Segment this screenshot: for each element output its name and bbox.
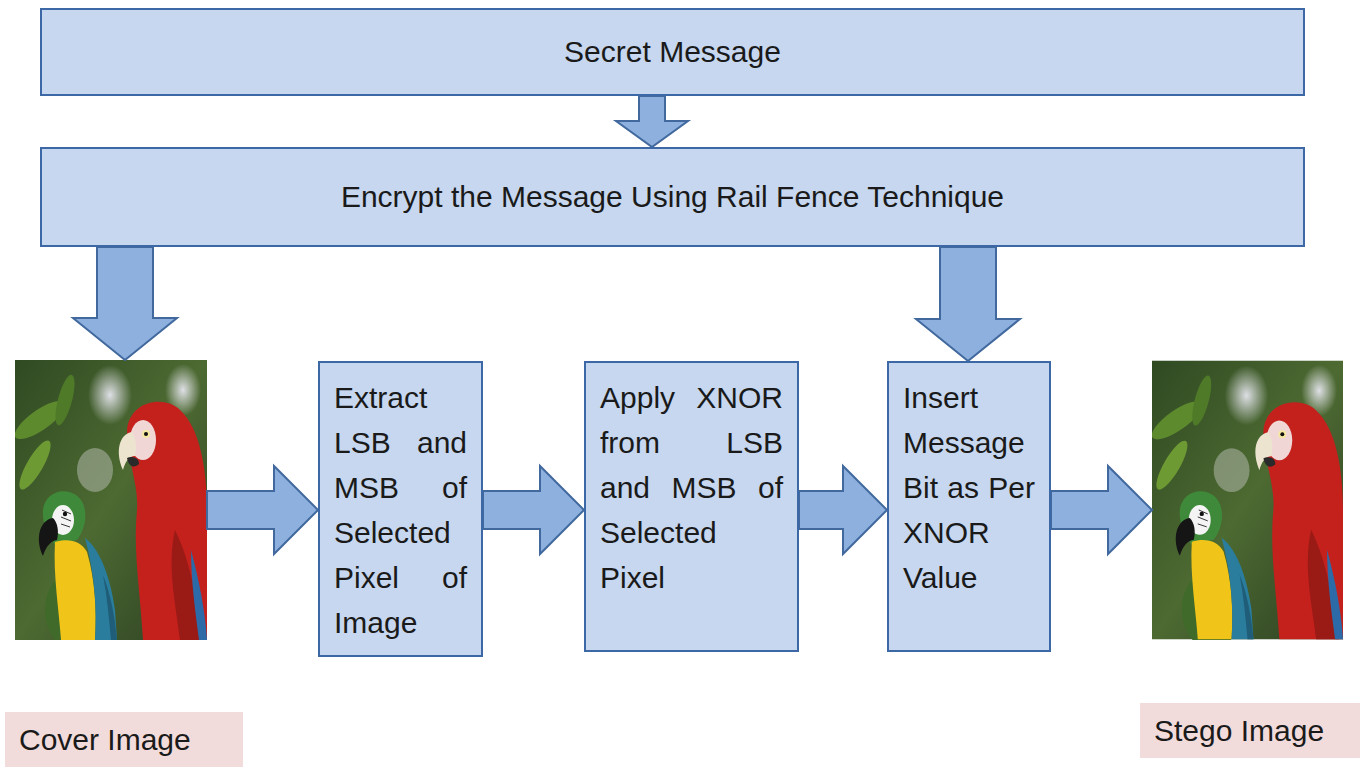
image-caption: Stego Image [1140,703,1360,758]
process-band: Secret Message [40,8,1305,96]
process-box: Insert Message Bit as Per XNOR Value [887,361,1051,652]
box-text: Insert Message Bit as Per XNOR Value [903,375,1035,600]
process-box: Apply XNOR from LSB and MSB of Selected … [584,361,799,652]
box-text: Encrypt the Message Using Rail Fence Tec… [341,179,1004,215]
box-text: Apply XNOR from LSB and MSB of Selected … [600,375,783,600]
block-arrow [483,466,584,554]
block-arrow [799,466,887,554]
cover-illustration [10,360,207,650]
image-node: Cover Image [15,360,207,640]
process-band: Encrypt the Message Using Rail Fence Tec… [40,147,1305,247]
stego-illustration [1147,361,1343,649]
block-arrow [207,466,318,554]
block-arrow [73,247,177,360]
block-arrow [616,96,688,147]
image-node: Stego Image [1152,360,1343,640]
process-box: Extract LSB and MSB of Selected Pixel of… [318,361,483,657]
image-caption: Cover Image [5,712,243,767]
box-text: Secret Message [564,34,781,70]
block-arrow [1051,466,1152,554]
box-text: Extract LSB and MSB of Selected Pixel of… [334,375,467,645]
block-arrow [916,247,1020,361]
